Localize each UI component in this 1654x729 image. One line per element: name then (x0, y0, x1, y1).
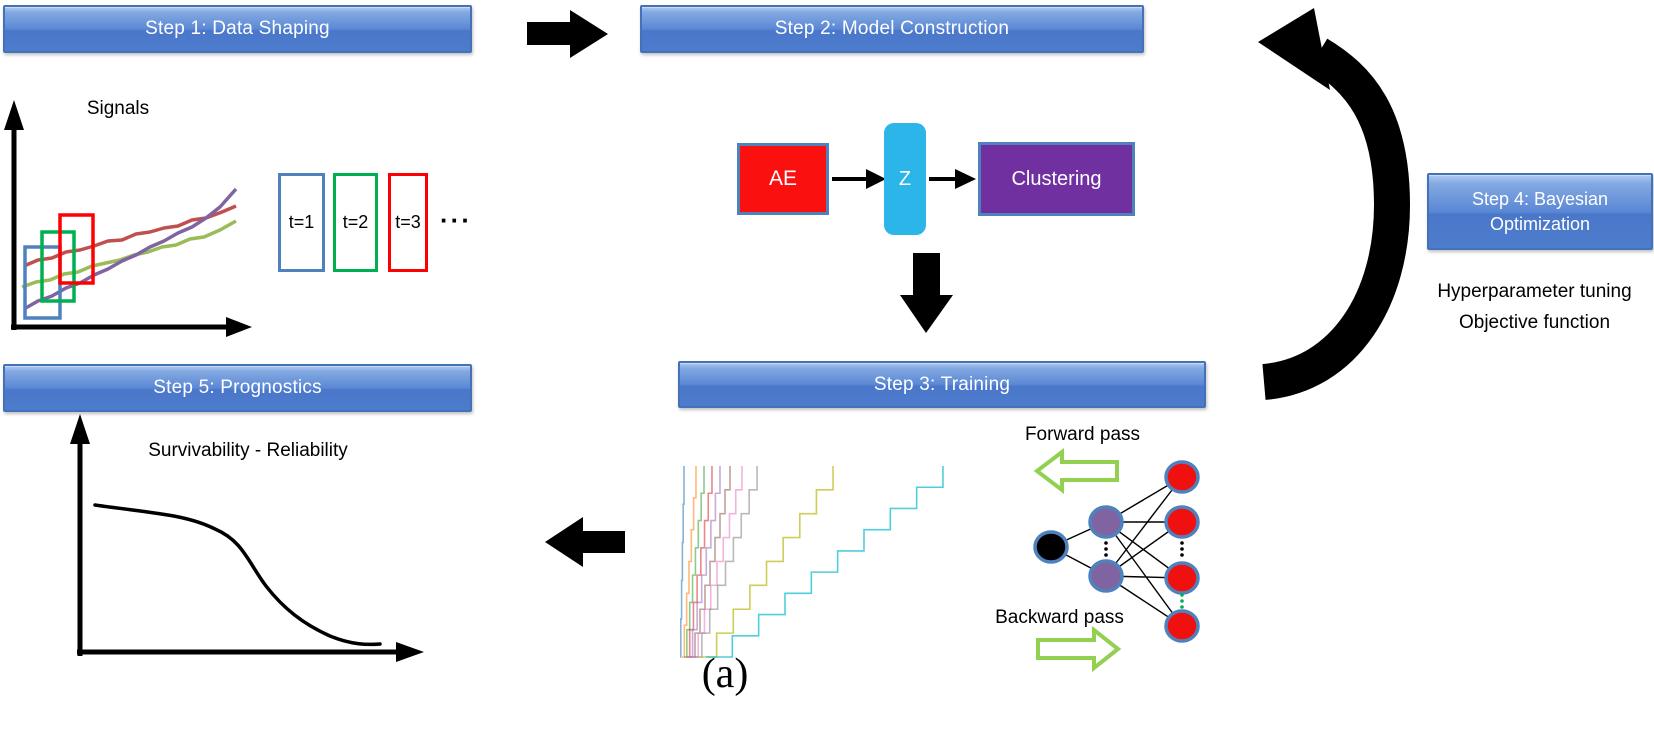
signals-y-arrowhead (4, 100, 24, 130)
signals-title: Signals (86, 98, 150, 119)
feedback-curved-arrow (1258, 8, 1411, 400)
training-step-curves (680, 465, 944, 658)
z-to-clustering-arrow (929, 169, 976, 189)
reliability-curve (93, 503, 382, 647)
signals-plot (4, 100, 252, 337)
nn-hidden-node-2 (1088, 559, 1124, 593)
backward-pass-arrow (1036, 625, 1122, 673)
time-window-label-1: t=1 (288, 212, 315, 232)
forward-pass-label: Forward pass (1024, 424, 1141, 445)
time-window-label-3: t=3 (395, 212, 421, 232)
nn-hidden-ellipsis-dots (1104, 541, 1108, 557)
nn-output-node-1 (1164, 460, 1200, 494)
latent-z-box: Z (884, 123, 926, 235)
signals-x-arrowhead (226, 317, 252, 337)
nn-output-ellipsis-dots-green (1180, 593, 1184, 609)
prognostics-plot (70, 414, 424, 662)
window-rect-red (58, 213, 95, 285)
time-window-label-2: t=2 (342, 212, 369, 232)
nn-input-node (1033, 530, 1069, 564)
objective-function-label: Objective function (1458, 312, 1611, 333)
autoencoder-box: AE (737, 143, 829, 215)
nn-output-node-2 (1164, 505, 1200, 539)
training-curve (680, 466, 685, 658)
nn-connections (1050, 476, 1183, 627)
training-curve (694, 465, 758, 658)
time-window-box-2: t=2 (333, 173, 378, 272)
window-rect-green (40, 230, 76, 303)
signal-line-purple (23, 187, 238, 311)
nn-output-ellipsis-dots-black (1180, 541, 1184, 557)
prognostics-title: Survivability - Reliability (148, 440, 348, 461)
backward-pass-label: Backward pass (995, 607, 1124, 628)
step2-header: Step 2: Model Construction (640, 5, 1144, 53)
training-curve (682, 466, 697, 658)
forward-pass-arrow (1033, 447, 1119, 495)
ae-to-z-arrow (832, 169, 886, 189)
step5-header: Step 5: Prognostics (3, 364, 472, 412)
feedback-arc (1261, 38, 1411, 400)
figure-caption: (a) (701, 651, 749, 697)
training-curve (706, 466, 944, 658)
step3-header: Step 3: Training (678, 361, 1206, 408)
step1-header: Step 1: Data Shaping (3, 5, 472, 53)
nn-hidden-node-1 (1088, 505, 1124, 539)
clustering-box: Clustering (978, 142, 1135, 216)
nn-output-node-3 (1164, 561, 1200, 595)
feedback-arrowhead (1258, 8, 1330, 90)
step4-box: Step 4: Bayesian Optimization (1427, 173, 1653, 250)
training-curve (684, 465, 705, 658)
nn-output-node-4 (1164, 609, 1200, 643)
time-window-box-3: t=3 (388, 173, 428, 272)
neural-network (1033, 460, 1200, 643)
training-curve (700, 465, 834, 658)
prognostics-x-arrowhead (396, 642, 424, 662)
arrow-step2-to-step3 (900, 253, 953, 333)
arrow-step1-to-step2 (527, 10, 608, 58)
arrow-step3-to-step5 (545, 517, 625, 567)
hyperparameter-tuning-label: Hyperparameter tuning (1437, 281, 1632, 302)
time-window-ellipsis: ··· (440, 205, 472, 235)
training-curve (686, 465, 713, 658)
training-curve (688, 465, 721, 658)
time-window-box-1: t=1 (278, 173, 325, 272)
prognostics-y-arrowhead (70, 414, 90, 444)
